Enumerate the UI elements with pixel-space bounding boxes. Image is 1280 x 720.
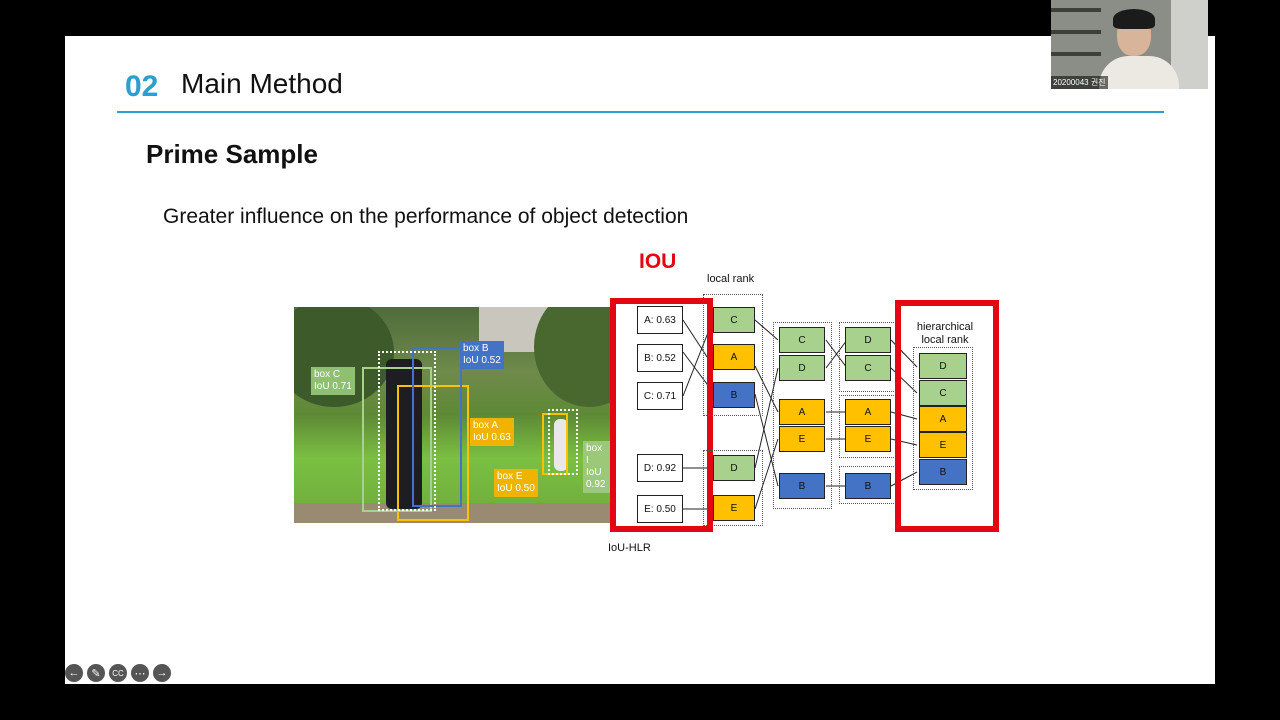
- bbox-gt-small: [548, 409, 578, 475]
- local-rank-b: B: [713, 382, 755, 408]
- final-e: E: [919, 432, 967, 458]
- window: [1171, 0, 1208, 89]
- col4-a: A: [845, 399, 891, 425]
- person-catcher: [554, 419, 568, 471]
- cc-icon[interactable]: CC: [109, 664, 127, 682]
- iou-box-e: E: 0.50: [637, 495, 683, 523]
- col3-b: B: [779, 473, 825, 499]
- local-rank-label: local rank: [707, 273, 755, 285]
- final-c: C: [919, 380, 967, 406]
- shelf: [1051, 52, 1101, 56]
- final-d: D: [919, 353, 967, 379]
- hierarchical-rank-group: [913, 347, 973, 490]
- webcam-overlay: 20200043 권진: [1051, 0, 1208, 89]
- iou-hlr-label: IoU-HLR: [608, 542, 651, 554]
- col4-b: B: [845, 473, 891, 499]
- hierarchical-local-rank-label: hierarchical local rank: [916, 321, 974, 346]
- col4-e: E: [845, 426, 891, 452]
- iou-box-b: B: 0.52: [637, 344, 683, 372]
- iou-highlight-frame: [610, 298, 713, 532]
- more-icon[interactable]: ⋯: [131, 664, 149, 682]
- col4-c: C: [845, 355, 891, 381]
- local-rank-group-bottom: [703, 450, 763, 526]
- shelf: [1051, 30, 1101, 34]
- col3-a: A: [779, 399, 825, 425]
- presenter-shirt: [1099, 56, 1179, 89]
- rank-group-3: [773, 322, 832, 509]
- ground: [294, 503, 610, 523]
- local-rank-e: E: [713, 495, 755, 521]
- pen-icon[interactable]: ✎: [87, 664, 105, 682]
- iou-box-d: D: 0.92: [637, 454, 683, 482]
- final-a: A: [919, 406, 967, 432]
- webcam-name: 20200043 권진: [1051, 76, 1108, 89]
- final-b: B: [919, 459, 967, 485]
- local-rank-c: C: [713, 307, 755, 333]
- slide-subtitle: Prime Sample: [146, 139, 318, 169]
- local-rank-group-top: [703, 294, 763, 416]
- hierarchical-highlight-frame: [895, 300, 999, 532]
- col4-d: D: [845, 327, 891, 353]
- arrow-right-icon[interactable]: →: [153, 664, 171, 682]
- title-rule: [117, 111, 1164, 113]
- arrow-left-icon[interactable]: ←: [65, 664, 83, 682]
- slide: 02 Main Method Prime Sample Greater infl…: [65, 36, 1215, 684]
- col3-e: E: [779, 426, 825, 452]
- presenter-hair: [1113, 9, 1155, 29]
- bbox-b: [412, 347, 462, 507]
- iou-title: IOU: [639, 250, 677, 273]
- section-number: 02: [125, 70, 159, 103]
- col3-c: C: [779, 327, 825, 353]
- local-rank-a: A: [713, 344, 755, 370]
- bbox-gt: [378, 351, 436, 511]
- person-batter: [386, 359, 422, 509]
- slide-controls: ← ✎ CC ⋯ →: [65, 664, 171, 682]
- bbox-a: [397, 385, 469, 521]
- local-rank-d: D: [713, 455, 755, 481]
- diagram-connectors: [682, 319, 918, 510]
- iou-box-a: A: 0.63: [637, 306, 683, 334]
- iou-box-c: C: 0.71: [637, 382, 683, 410]
- slide-body-text: Greater influence on the performance of …: [163, 205, 689, 228]
- section-title: Main Method: [181, 68, 343, 99]
- shelf: [1051, 8, 1101, 12]
- col3-d: D: [779, 355, 825, 381]
